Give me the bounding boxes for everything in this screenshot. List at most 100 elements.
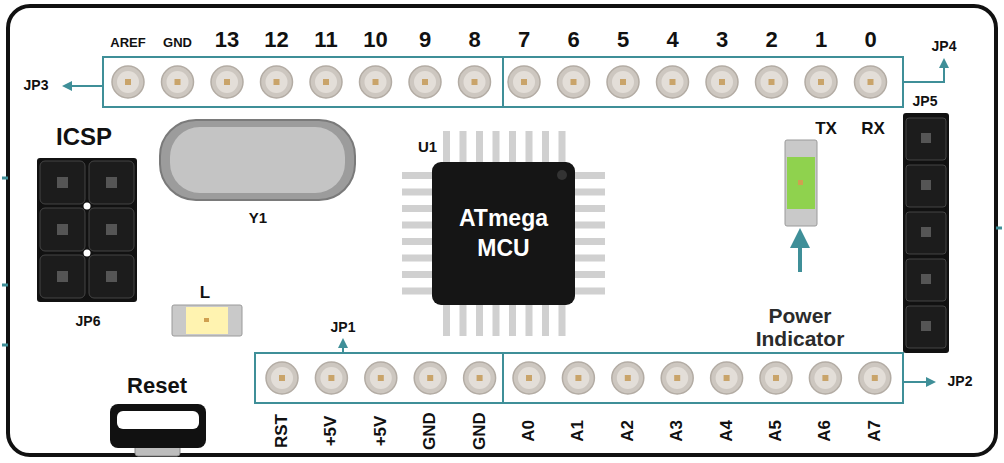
pin-label: A4 [717, 420, 736, 442]
chip-pin [509, 301, 516, 336]
chip-pin [460, 131, 467, 166]
pin-label: 1 [815, 28, 827, 52]
pin-label: A6 [816, 420, 835, 442]
pin-post [106, 271, 117, 282]
pin-label: +5V [371, 416, 390, 447]
pin-label: TX [815, 120, 837, 139]
pin-gap [84, 250, 91, 257]
chip-pin [526, 301, 533, 336]
pin [906, 118, 946, 160]
pin-post [106, 224, 117, 235]
pin-label: A5 [767, 420, 786, 442]
pin-label: AREF [110, 36, 145, 50]
pin-post [57, 224, 68, 235]
pin-label: GND [421, 412, 440, 450]
pin-label: +5V [322, 416, 341, 447]
pin-post [106, 177, 117, 188]
pin-label: RX [861, 120, 885, 139]
header-label: JP6 [76, 314, 101, 329]
header-label: JP3 [24, 78, 49, 93]
pin [464, 362, 496, 394]
pin-label: 0 [864, 28, 876, 52]
pin [657, 66, 689, 98]
chip-pin [509, 131, 516, 166]
part-label: L [200, 284, 210, 303]
pin [855, 66, 887, 98]
pin [760, 362, 792, 394]
pin [89, 208, 134, 251]
pin-label: 6 [567, 28, 579, 52]
pin [706, 66, 738, 98]
chip-pin [571, 222, 605, 229]
chip-pin [402, 172, 436, 179]
callout-label: Power Indicator [725, 304, 875, 350]
pin-post [921, 133, 931, 143]
pin [906, 212, 946, 254]
pin [508, 66, 540, 98]
pin-post [921, 227, 931, 237]
pin-label: 4 [666, 28, 678, 52]
header-frame [103, 57, 903, 107]
pin [562, 362, 594, 394]
chip-pin [402, 189, 436, 196]
header-pins [112, 66, 887, 98]
pin [162, 66, 194, 98]
header-pins [906, 118, 946, 348]
pin [756, 66, 788, 98]
header-label: JP2 [948, 374, 973, 389]
leader-arrow [64, 85, 103, 87]
pin-label: GND [470, 412, 489, 450]
pin [360, 66, 392, 98]
reset-button-top [117, 411, 199, 429]
leader-arrow [798, 232, 802, 272]
header-divider [502, 353, 504, 403]
pin [906, 259, 946, 301]
pin [513, 362, 545, 394]
pin-label: 13 [215, 28, 239, 52]
pin-label: A0 [520, 420, 539, 442]
chip-pin [571, 255, 605, 262]
chip-pin [402, 271, 436, 278]
pin [805, 66, 837, 98]
chip-pins [402, 131, 605, 336]
pin [809, 362, 841, 394]
pin [266, 362, 298, 394]
pin-post [57, 177, 68, 188]
chip-pin [402, 255, 436, 262]
board-outline [8, 6, 996, 455]
leader-arrow [903, 381, 934, 383]
chip-pin [571, 238, 605, 245]
crystal-top [170, 127, 345, 193]
chip-pin [476, 301, 483, 336]
part-label: U1 [418, 138, 437, 155]
pin [261, 66, 293, 98]
chip-pin [526, 131, 533, 166]
chip-pin [476, 131, 483, 166]
pin-post [921, 274, 931, 284]
leader-arrow [342, 340, 344, 353]
chip-pin [460, 301, 467, 336]
chip-pin [559, 131, 566, 166]
pin1-dot [557, 170, 567, 180]
chip-pin [571, 172, 605, 179]
reset-button [110, 404, 206, 448]
pin-label: 7 [518, 28, 530, 52]
pin [89, 161, 134, 204]
header-title: ICSP [56, 124, 112, 150]
pin-label: RST [273, 414, 292, 448]
chip-pin [493, 131, 500, 166]
chip-body: U1ATmega MCU [432, 162, 575, 305]
chip-pin [443, 301, 450, 336]
pin [661, 362, 693, 394]
pin [607, 66, 639, 98]
icsp-header [37, 158, 137, 302]
header-frame [255, 353, 903, 403]
pin [310, 66, 342, 98]
pin [40, 208, 85, 251]
led [785, 140, 817, 226]
pin [414, 362, 446, 394]
chip-pin [571, 271, 605, 278]
pin-label: A3 [668, 420, 687, 442]
pin [89, 255, 134, 298]
pin-label: 12 [264, 28, 288, 52]
